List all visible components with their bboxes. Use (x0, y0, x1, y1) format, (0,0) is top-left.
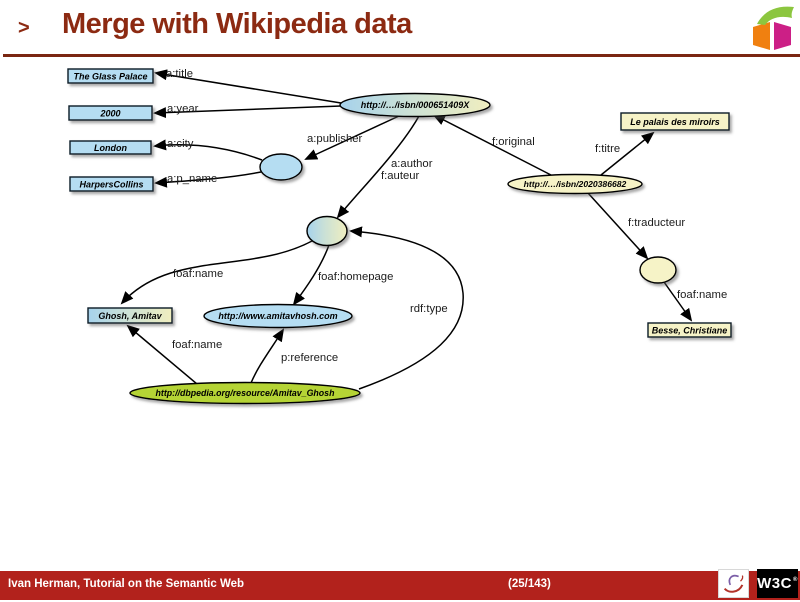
lit-besse-label: Besse, Christiane (652, 325, 728, 335)
edge-a-year (153, 105, 342, 119)
lit-ghosh-amitav: Ghosh, Amitav (87, 307, 173, 324)
lit-london: London (69, 140, 152, 155)
bnode-publisher (259, 153, 303, 181)
title-underline (3, 54, 800, 57)
edge-a-publisher (304, 115, 400, 160)
lit-le-palais: Le palais des miroirs (620, 112, 730, 131)
edge-a-title (154, 69, 342, 104)
edge-foaf-name-translator-label: foaf:name (677, 289, 727, 301)
bnode-author (306, 215, 348, 247)
semantic-web-cube-icon (753, 6, 794, 50)
lit-glass-palace-label: The Glass Palace (73, 71, 147, 81)
herman-calligraphy-logo (718, 569, 749, 598)
w3c-registered-mark: ® (792, 576, 798, 583)
edge-a-p-name-label: a:p_name (167, 173, 217, 185)
edge-f-traducteur (587, 192, 649, 260)
lit-le-palais-label: Le palais des miroirs (630, 117, 720, 127)
footer-bar (0, 571, 800, 600)
nodes-layer: The Glass Palace 2000LondonHarpersCollins… (67, 68, 732, 405)
lit-harperscollins-label: HarpersCollins (79, 179, 143, 189)
footer-author: Ivan Herman, Tutorial on the Semantic We… (8, 578, 245, 590)
uri-dbpedia: http://dbpedia.org/resource/Amitav_Ghosh (129, 381, 361, 405)
uri-dbpedia-label: http://dbpedia.org/resource/Amitav_Ghosh (156, 388, 335, 398)
uri-isbn-000651409X-label: http://…/isbn/000651409X (361, 100, 471, 110)
uri-isbn-2020386682-label: http://…/isbn/2020386682 (524, 179, 627, 189)
edge-foaf-homepage-label: foaf:homepage (318, 271, 393, 283)
lit-2000-label: 2000 (99, 108, 120, 118)
edge-foaf-name-person-label: foaf:name (173, 268, 223, 280)
edge-a-year-label: a:year (167, 103, 199, 115)
lit-2000: 2000 (68, 105, 153, 121)
edge-f-original (432, 114, 552, 176)
uri-homepage-label: http://www.amitavhosh.com (218, 311, 337, 321)
lit-harperscollins: HarpersCollins (69, 176, 154, 192)
edge-foaf-homepage (292, 244, 330, 306)
bnode-translator (639, 256, 677, 284)
edge-foaf-name-dbpedia-label: foaf:name (172, 339, 222, 351)
edge-a-city-label: a:city (167, 138, 194, 150)
edges-layer: a:title a:year a:publisher a:city a:p_name a:… (120, 68, 727, 390)
edge-rdf-type-label: rdf:type (410, 303, 448, 315)
edge-f-titre-label: f:titre (595, 143, 620, 155)
lit-glass-palace: The Glass Palace (67, 68, 154, 84)
edge-a-author-label: f:auteur (381, 170, 420, 182)
edge-a-p-name (154, 171, 262, 188)
edge-p-reference-label: p:reference (281, 352, 338, 364)
edge-a-author (336, 115, 420, 219)
lit-besse: Besse, Christiane (647, 322, 732, 338)
lit-ghosh-amitav-label: Ghosh, Amitav (98, 311, 162, 321)
edge-f-original-label: f:original (492, 136, 535, 148)
edge-foaf-name-translator (663, 281, 693, 322)
title-bullet: > (18, 17, 30, 39)
page-title: Merge with Wikipedia data (62, 8, 412, 40)
edge-a-publisher-label: a:publisher (307, 133, 363, 145)
w3c-logo: W3C® (757, 569, 798, 598)
edge-a-city (153, 139, 263, 161)
edge-foaf-name-dbpedia (126, 324, 198, 385)
edge-a-author-label: a:author (391, 158, 433, 170)
w3c-label: W3C (757, 575, 792, 592)
footer-page-number: (25/143) (508, 578, 551, 590)
edge-p-reference (250, 328, 285, 384)
edge-a-title-label: a:title (166, 68, 193, 80)
edge-f-traducteur-label: f:traducteur (628, 217, 685, 229)
edge-rdf-type (349, 226, 464, 390)
uri-isbn-000651409X: http://…/isbn/000651409X (339, 92, 491, 118)
uri-isbn-2020386682: http://…/isbn/2020386682 (507, 173, 643, 195)
uri-homepage: http://www.amitavhosh.com (203, 303, 353, 329)
edge-foaf-name-person (120, 240, 313, 305)
lit-london-label: London (94, 143, 127, 153)
edge-f-titre (600, 131, 655, 176)
